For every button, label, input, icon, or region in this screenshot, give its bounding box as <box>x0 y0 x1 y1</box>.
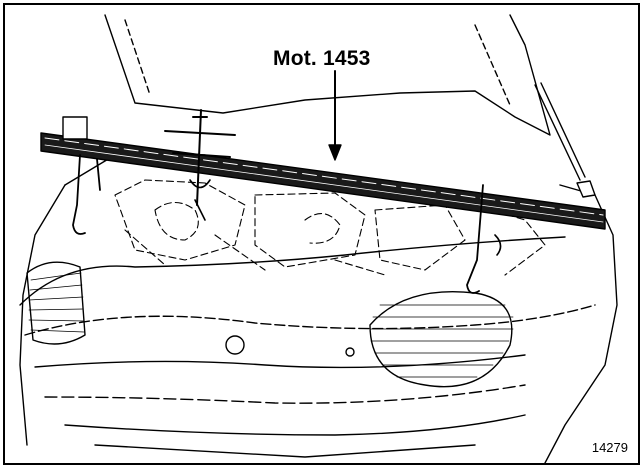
support-beam <box>40 132 606 230</box>
diagram-frame: Mot. 1453 14279 <box>3 3 640 465</box>
callout-label: Mot. 1453 <box>273 47 371 70</box>
left-headlamp <box>26 261 86 345</box>
centre-lifting-arm <box>164 109 236 206</box>
right-headlamp <box>369 290 513 388</box>
bonnet-stay <box>534 84 581 181</box>
right-hook <box>466 184 484 294</box>
engine-support-illustration <box>19 14 618 463</box>
bonnet-outline <box>104 14 551 136</box>
figure-number: 14279 <box>591 440 628 455</box>
car-body-outline <box>19 184 66 446</box>
left-hook <box>72 154 86 235</box>
